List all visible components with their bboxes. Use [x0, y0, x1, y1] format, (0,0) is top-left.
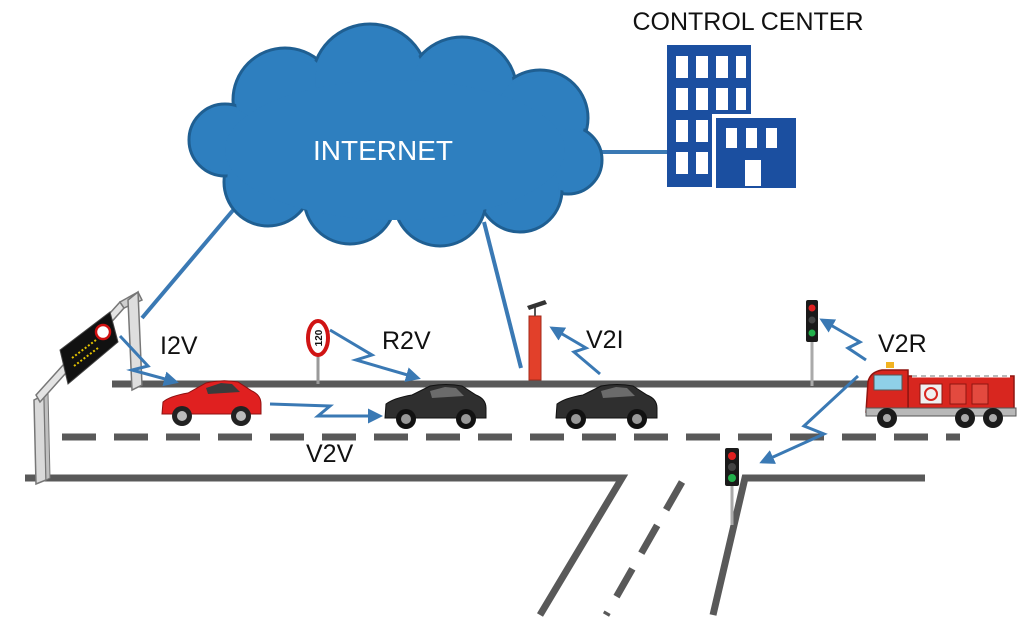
- side-road-center-dashes: [602, 480, 686, 617]
- network-links: [140, 150, 668, 369]
- traffic-light-icon: [725, 448, 739, 525]
- r2v-label: R2V: [382, 327, 431, 355]
- road: [25, 380, 1000, 617]
- truck-to-light-link-arrow: [759, 374, 860, 464]
- rsu-to-internet-link: [482, 221, 523, 369]
- v2i-link-arrow: [549, 326, 601, 376]
- control-center-label: CONTROL CENTER: [632, 8, 863, 36]
- car-icon: [384, 384, 487, 429]
- i2v-label: I2V: [160, 332, 198, 360]
- v2i-label: V2I: [586, 326, 624, 354]
- internet-label: INTERNET: [313, 135, 453, 166]
- car-icon: [555, 384, 658, 429]
- speed-sign-value: 120: [314, 329, 325, 346]
- roadside-unit-icon: [527, 300, 547, 381]
- wireless-links: [118, 318, 867, 464]
- road-bottom-edge-right: [709, 474, 925, 616]
- gantry-to-internet-link: [140, 200, 242, 320]
- i2v-link-arrow: [118, 334, 179, 387]
- building-icon: [667, 45, 798, 190]
- v2r-link-arrow: [819, 318, 867, 362]
- variable-message-sign-icon: [33, 290, 144, 486]
- road-bottom-edge-left: [25, 474, 629, 617]
- car-icon: [161, 380, 262, 426]
- v2r-label: V2R: [878, 330, 927, 358]
- cloud-icon: INTERNET: [187, 22, 604, 248]
- fire-truck-icon: [865, 362, 1017, 428]
- r2v-link-arrow: [329, 328, 421, 382]
- speed-limit-sign-icon: 120: [306, 319, 330, 384]
- traffic-light-icon: [806, 300, 818, 386]
- v2v-link-arrow: [269, 402, 383, 424]
- v2v-label: V2V: [306, 440, 354, 468]
